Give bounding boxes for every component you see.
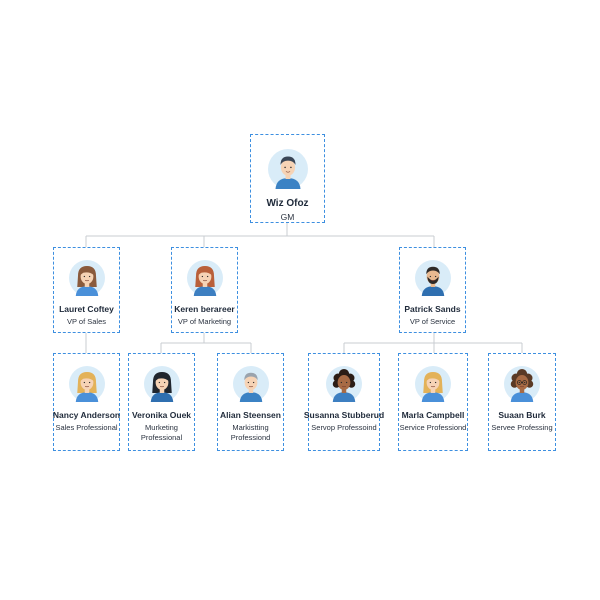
avatar-man-short-hair-icon [267, 149, 308, 189]
org-card-staff[interactable]: Nancy Anderson Sales Professional [53, 353, 120, 451]
person-title: Murketing Professional [140, 423, 183, 442]
person-name: Keren berareer [174, 304, 235, 314]
person-title: Servop Professoind [311, 423, 377, 432]
avatar-woman-glasses-icon [504, 366, 540, 402]
person-name: Patrick Sands [404, 304, 461, 314]
person-title: Servee Professing [491, 423, 553, 432]
person-name: Susanna Stubberud [303, 410, 385, 420]
avatar-woman-auburn-hair-icon [186, 260, 223, 296]
avatar-man-beard-icon [414, 260, 451, 296]
person-title: Sales Professional [55, 423, 118, 432]
org-card-vp-sales[interactable]: Lauret Coftey VP of Sales [53, 247, 120, 333]
org-card-vp-marketing[interactable]: Keren berareer VP of Marketing [171, 247, 238, 333]
person-title: VP of Service [409, 317, 456, 326]
org-card-gm[interactable]: Wiz Ofoz GM [250, 134, 325, 223]
person-title: Service Professiond [399, 423, 467, 432]
org-card-vp-service[interactable]: Patrick Sands VP of Service [399, 247, 466, 333]
org-card-staff[interactable]: Marla Campbell Service Professiond [398, 353, 468, 451]
person-name: Alian Steensen [220, 410, 281, 420]
person-name: Lauret Coftey [59, 304, 114, 314]
org-card-staff[interactable]: Susanna Stubberud Servop Professoind [304, 353, 384, 451]
avatar-woman-curly-hair-icon [326, 366, 362, 402]
person-name: Marla Campbell [401, 410, 465, 420]
person-name: Suaan Burk [498, 410, 546, 420]
person-name: Nancy Anderson [52, 410, 121, 420]
person-title: VP of Marketing [177, 317, 232, 326]
org-card-staff[interactable]: Alian Steensen Markistting Professiond [217, 353, 284, 451]
person-title: GM [280, 212, 295, 222]
avatar-woman-blonde-hair-icon [68, 366, 105, 402]
avatar-woman-brown-hair-icon [68, 260, 105, 296]
org-card-staff[interactable]: Veronika Ouek Murketing Professional [128, 353, 195, 451]
person-title: VP of Sales [66, 317, 107, 326]
org-card-staff[interactable]: Suaan Burk Servee Professing [488, 353, 556, 451]
avatar-woman-blonde-hair-icon [415, 366, 451, 402]
person-name: Veronika Ouek [131, 410, 192, 420]
avatar-man-gray-hair-icon [232, 366, 269, 402]
person-name: Wiz Ofoz [266, 198, 309, 209]
avatar-woman-dark-hair-icon [143, 366, 180, 402]
person-title: Markistting Professiond [230, 423, 271, 442]
